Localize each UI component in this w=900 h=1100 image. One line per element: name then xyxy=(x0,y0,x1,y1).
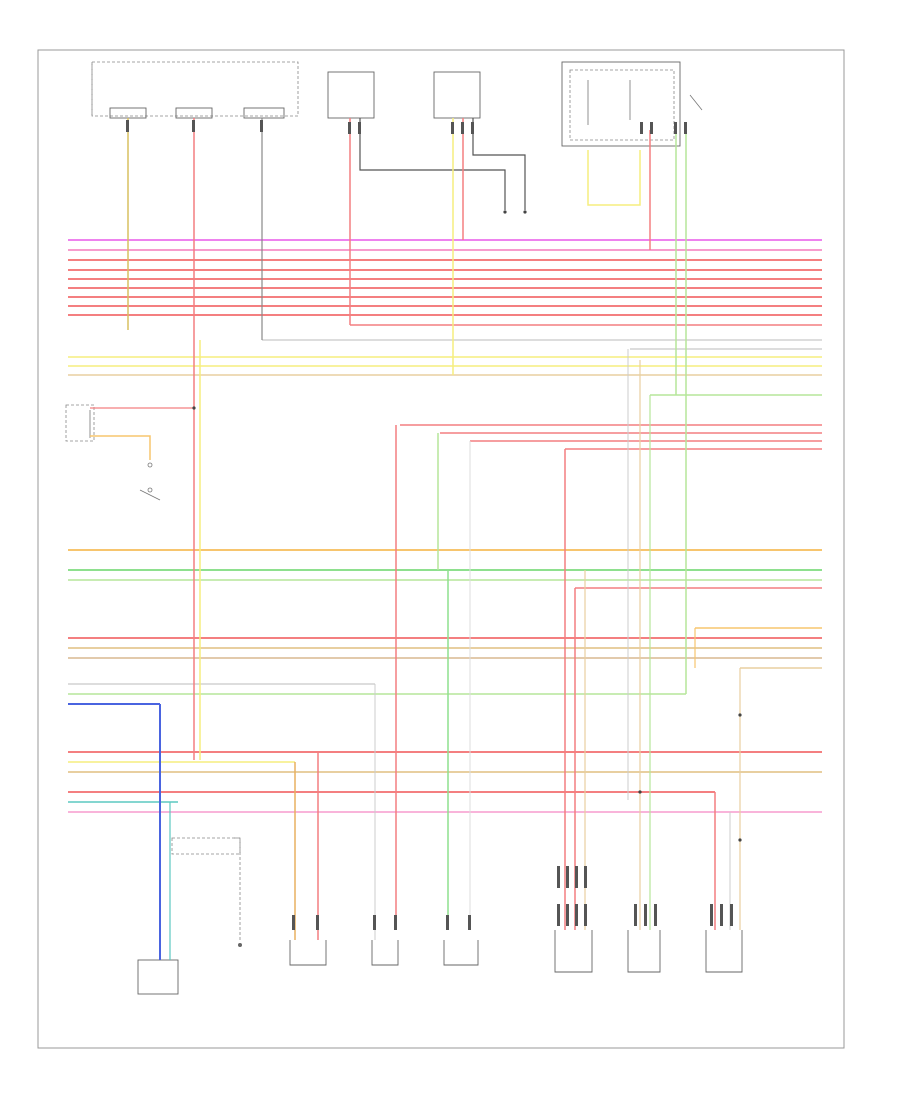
fuse-block xyxy=(561,61,703,147)
cruise-control-module xyxy=(327,71,481,119)
vertical-wires xyxy=(90,118,741,960)
junction-dots xyxy=(192,210,742,842)
instrument-cluster xyxy=(91,61,299,119)
diagram-border xyxy=(37,49,845,1049)
connector-pins xyxy=(126,120,733,930)
vehicle-speed-sensor-switch xyxy=(65,404,161,501)
bus-wires xyxy=(68,239,822,813)
bottom-components xyxy=(137,837,743,995)
